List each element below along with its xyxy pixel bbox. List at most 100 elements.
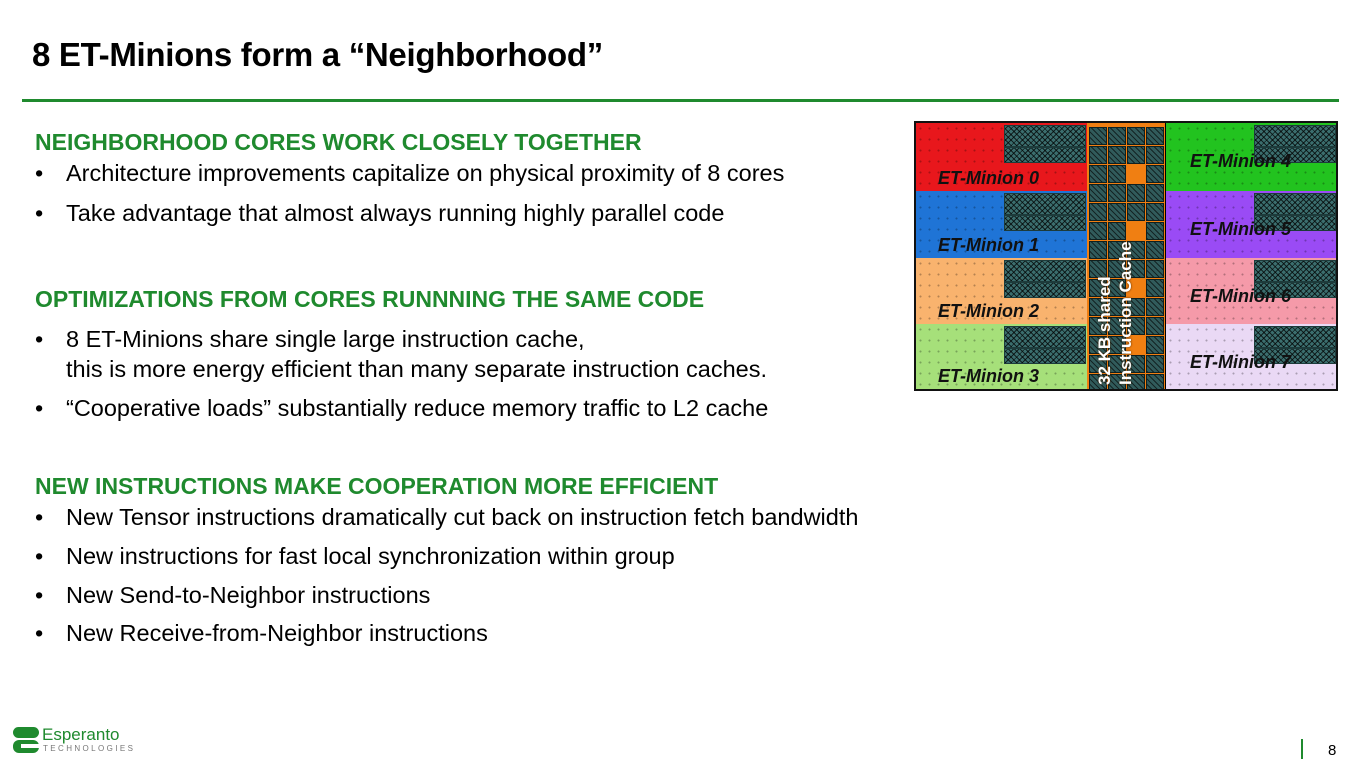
cache-sram-cell xyxy=(1108,260,1126,278)
cache-sram-cell xyxy=(1089,203,1107,221)
bullet-text: 8 ET-Minions share single large instruct… xyxy=(66,326,768,382)
cache-sram-cell xyxy=(1108,336,1126,354)
cache-sram-cell xyxy=(1089,279,1107,297)
bullet-dot: • xyxy=(35,620,44,646)
cache-sram-cell xyxy=(1146,222,1164,240)
core-memory-block xyxy=(1254,260,1336,282)
core-tile-6: ET-Minion 6 xyxy=(1166,258,1336,324)
core-tile-2: ET-Minion 2 xyxy=(916,258,1087,324)
core-label: ET-Minion 7 xyxy=(1190,352,1291,372)
cache-sram-cell xyxy=(1146,241,1164,259)
core-tile-5: ET-Minion 5 xyxy=(1166,191,1336,258)
core-tile-1: ET-Minion 1 xyxy=(916,191,1087,258)
core-tile-3: ET-Minion 3 xyxy=(916,324,1087,389)
core-memory-block xyxy=(1254,125,1336,147)
cache-sram-cell xyxy=(1146,127,1164,145)
bullet-dot: • xyxy=(35,395,44,421)
title-divider xyxy=(22,99,1339,102)
bullet-text: New Tensor instructions dramatically cut… xyxy=(66,504,859,530)
page-number: 8 xyxy=(1328,742,1337,759)
page-number-divider xyxy=(1301,739,1303,759)
core-label: ET-Minion 0 xyxy=(938,168,1039,188)
core-memory-block xyxy=(1004,125,1086,147)
cache-sram-cell xyxy=(1108,317,1126,335)
core-memory-block xyxy=(1254,326,1336,348)
core-memory-block xyxy=(1004,260,1086,282)
core-label: ET-Minion 5 xyxy=(1190,219,1291,239)
cache-sram-cell xyxy=(1108,127,1126,145)
bullet-text: New Receive-from-Neighbor instructions xyxy=(66,620,488,646)
cache-sram-cell xyxy=(1127,374,1145,389)
cache-sram-cell xyxy=(1146,298,1164,316)
bullet-text: New Send-to-Neighbor instructions xyxy=(66,582,431,608)
core-label: ET-Minion 4 xyxy=(1190,151,1291,171)
section-heading-new-instructions: NEW INSTRUCTIONS MAKE COOPERATION MORE E… xyxy=(35,473,719,499)
cache-label: 32 KB shared Instruction Cache xyxy=(1095,241,1135,385)
core-memory-block xyxy=(1004,193,1086,215)
bullet-dot: • xyxy=(35,326,44,352)
cache-sram-cell xyxy=(1108,374,1126,389)
cache-sram-cell xyxy=(1146,355,1164,373)
cache-sram-cell xyxy=(1146,336,1164,354)
bullet-dot: • xyxy=(35,504,44,530)
esperanto-logo: Esperanto TECHNOLOGIES xyxy=(13,725,136,757)
core-memory-block xyxy=(1004,348,1086,364)
cache-sram-cell xyxy=(1127,203,1145,221)
bullet-text: “Cooperative loads” substantially reduce… xyxy=(66,395,769,421)
cache-sram-cell xyxy=(1108,165,1126,183)
bullet-dot: • xyxy=(35,582,44,608)
cache-sram-cell xyxy=(1127,317,1145,335)
bullet-text: Take advantage that almost always runnin… xyxy=(66,200,725,226)
core-memory-block xyxy=(1254,193,1336,215)
cache-sram-cell xyxy=(1127,241,1145,259)
cache-sram-cell xyxy=(1089,241,1107,259)
core-tile-7: ET-Minion 7 xyxy=(1166,324,1336,389)
neighborhood-die-diagram: 32 KB shared Instruction Cache ET-Minion… xyxy=(914,121,1338,391)
cache-sram-cell xyxy=(1146,165,1164,183)
cache-sram-cell xyxy=(1108,241,1126,259)
section-heading-neighborhood: NEIGHBORHOOD CORES WORK CLOSELY TOGETHER xyxy=(35,129,642,155)
cache-sram-cell xyxy=(1108,146,1126,164)
cache-sram-cell xyxy=(1108,203,1126,221)
cache-sram-cell xyxy=(1127,260,1145,278)
core-label: ET-Minion 6 xyxy=(1190,286,1291,306)
cache-sram-cell xyxy=(1089,127,1107,145)
core-tile-0: ET-Minion 0 xyxy=(916,123,1087,191)
core-memory-block xyxy=(1004,326,1086,348)
cache-sram-cell xyxy=(1089,317,1107,335)
cache-sram-cell xyxy=(1146,374,1164,389)
cache-sram-cell xyxy=(1089,355,1107,373)
core-tile-4: ET-Minion 4 xyxy=(1166,123,1336,191)
cache-sram-cell xyxy=(1146,146,1164,164)
bullet-dot: • xyxy=(35,200,44,226)
cache-sram-cell xyxy=(1127,184,1145,202)
bullet-dot: • xyxy=(35,543,44,569)
cache-sram-cell xyxy=(1089,165,1107,183)
core-label: ET-Minion 1 xyxy=(938,235,1039,255)
core-memory-block xyxy=(1254,147,1336,163)
cache-sram-cell xyxy=(1127,127,1145,145)
cache-sram-cell xyxy=(1089,184,1107,202)
core-memory-block xyxy=(1254,215,1336,231)
cache-sram-cell xyxy=(1146,260,1164,278)
cache-sram-cell xyxy=(1146,203,1164,221)
core-label: ET-Minion 2 xyxy=(938,301,1039,321)
cache-sram-cell xyxy=(1089,260,1107,278)
cache-sram-cell xyxy=(1089,298,1107,316)
cache-sram-cell xyxy=(1127,146,1145,164)
bullet-text: New instructions for fast local synchron… xyxy=(66,543,675,569)
cache-sram-cell xyxy=(1089,336,1107,354)
cache-sram-cell xyxy=(1108,355,1126,373)
cache-sram-cell xyxy=(1127,298,1145,316)
slide-title: 8 ET-Minions form a “Neighborhood” xyxy=(32,36,603,73)
cache-sram-cell xyxy=(1108,298,1126,316)
cache-sram-cell xyxy=(1108,279,1126,297)
cache-sram-cell xyxy=(1108,184,1126,202)
logo-wordmark: Esperanto xyxy=(42,725,120,744)
cache-sram-cell xyxy=(1089,374,1107,389)
logo-subtitle: TECHNOLOGIES xyxy=(43,744,136,753)
cache-sram-cell xyxy=(1146,184,1164,202)
core-memory-block xyxy=(1004,215,1086,231)
bullet-text: Architecture improvements capitalize on … xyxy=(66,160,785,186)
core-label: ET-Minion 3 xyxy=(938,366,1039,386)
